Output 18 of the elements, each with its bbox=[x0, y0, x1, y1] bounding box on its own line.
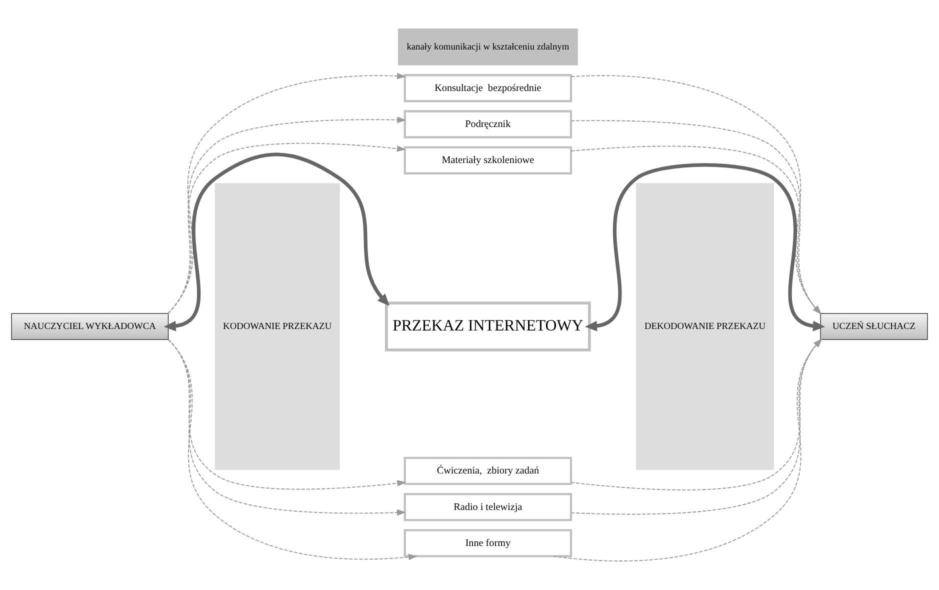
node-box: Ćwiczenia, zbiory zadań bbox=[404, 456, 572, 486]
node-box: UCZEŃ SŁUCHACZ bbox=[820, 313, 928, 340]
arrow bbox=[553, 338, 822, 562]
arrow bbox=[168, 339, 418, 560]
node-box: Konsultacje bezpośrednie bbox=[404, 74, 572, 102]
node-box: Radio i telewizja bbox=[404, 493, 572, 522]
arrow bbox=[584, 163, 826, 332]
node-box: NAUCZYCIEL WYKŁADOWCA bbox=[11, 313, 169, 340]
node-box: Materiały szkoleniowe bbox=[404, 146, 572, 174]
arrow bbox=[167, 72, 406, 314]
node-box: KODOWANIE PRZEKAZU bbox=[214, 183, 340, 470]
arrow bbox=[164, 152, 390, 332]
node-box: DEKODOWANIE PRZEKAZU bbox=[636, 183, 774, 470]
node-box: kanały komunikacji w kształceniu zdalnym bbox=[398, 28, 578, 66]
arrow bbox=[570, 75, 822, 315]
node-box: Inne formy bbox=[404, 529, 572, 558]
node-box: Podręcznik bbox=[404, 110, 572, 138]
node-box: PRZEKAZ INTERNETOWY bbox=[384, 302, 591, 352]
